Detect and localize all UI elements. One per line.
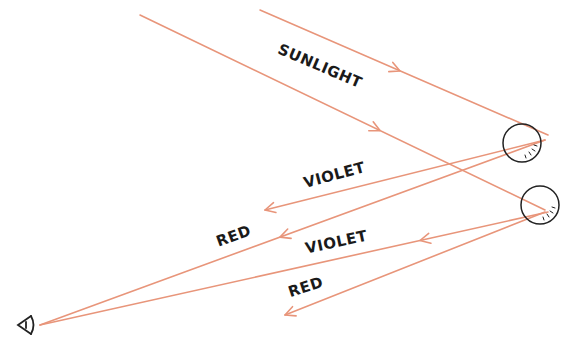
sunlight-ray xyxy=(260,10,548,135)
arrowhead xyxy=(285,307,296,316)
raindrop xyxy=(521,186,559,224)
red-ray xyxy=(285,212,545,315)
ray-label: VIOLET xyxy=(302,160,367,191)
eye-symbol xyxy=(18,316,34,334)
arrowhead xyxy=(280,229,291,238)
violet-ray xyxy=(40,212,548,325)
ray-label: VIOLET xyxy=(304,228,369,256)
arrowhead xyxy=(420,233,431,243)
raindrop-hatching xyxy=(525,145,555,220)
arrowhead xyxy=(389,62,400,71)
violet-ray xyxy=(265,140,545,210)
arrowhead xyxy=(265,203,276,213)
ray-label: RED xyxy=(287,274,326,299)
ray-label: RED xyxy=(215,223,254,249)
raindrop xyxy=(503,124,541,162)
sunlight-ray xyxy=(140,15,545,210)
arrowhead xyxy=(369,122,380,131)
red-ray xyxy=(40,140,545,325)
